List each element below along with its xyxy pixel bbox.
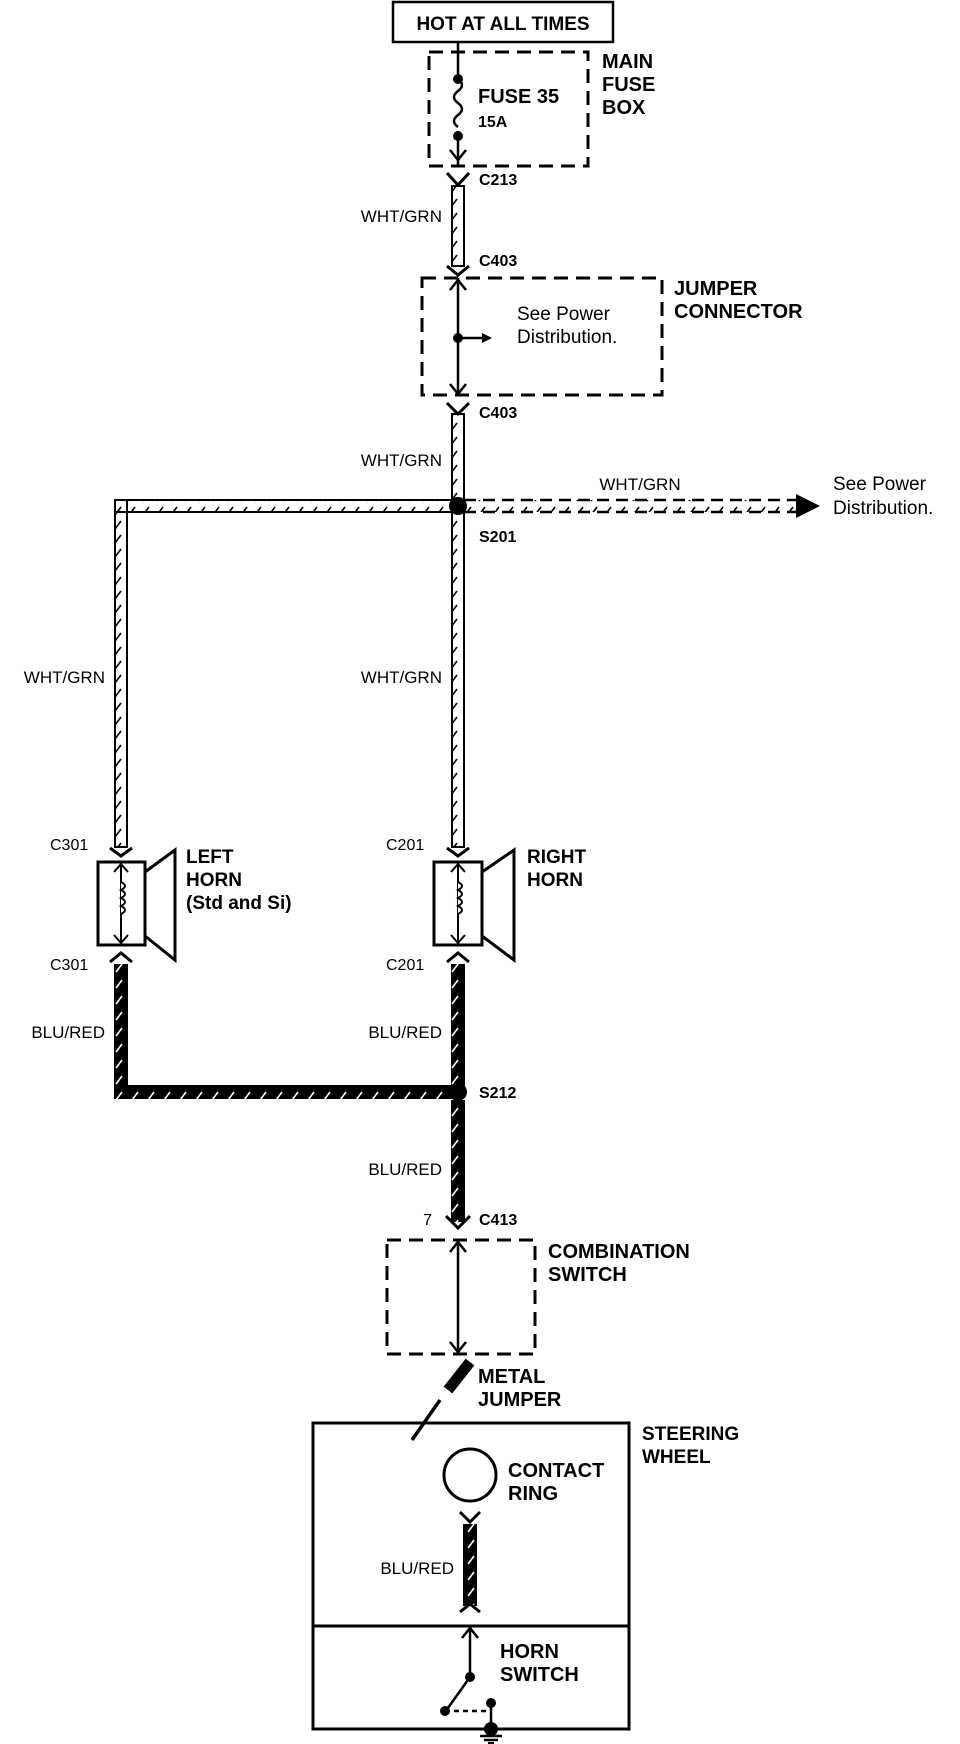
c201-top-label: C201 (386, 837, 424, 854)
main-fuse-box: FUSE 35 15A MAIN FUSE BOX (427, 50, 655, 168)
jumper-label-2: CONNECTOR (674, 301, 803, 323)
connector-c213 (445, 171, 471, 188)
fuse-box-label-2: FUSE (602, 74, 655, 96)
ground-icon (480, 1729, 502, 1744)
c301-top-label: C301 (50, 837, 88, 854)
wire-label-right-horn-feed: WHT/GRN (361, 668, 442, 687)
c301-bottom-label: C301 (50, 957, 88, 974)
right-horn-label-2: HORN (527, 870, 583, 891)
jumper-label-1: JUMPER (674, 278, 758, 300)
connector-c403-top (446, 264, 470, 277)
wire-splice-to-left (114, 499, 459, 513)
c213-label: C213 (479, 172, 517, 189)
c413-pin-label: 7 (423, 1212, 432, 1229)
c403-bottom-label: C403 (479, 405, 517, 422)
fuse-box-label-3: BOX (602, 97, 646, 119)
wire-label-left-horn-feed: WHT/GRN (24, 668, 105, 687)
jumper-connector: See Power Distribution. JUMPER CONNECTOR (420, 276, 803, 397)
horn-switch-label-1: HORN (500, 1641, 559, 1663)
connector-c403-bottom (445, 401, 471, 417)
splice-s201 (449, 497, 467, 515)
combination-switch-label-2: SWITCH (548, 1264, 627, 1286)
wire-left-horn-feed (114, 499, 128, 848)
left-horn-label-1: LEFT (186, 847, 234, 868)
wire-label-jumper-to-splice: WHT/GRN (361, 451, 442, 470)
power-dist-ref-1: See Power (833, 474, 927, 495)
combination-switch-label-1: COMBINATION (548, 1241, 690, 1263)
connector-c413 (444, 1214, 472, 1231)
fuse-name: FUSE 35 (478, 86, 559, 108)
power-source-label: HOT AT ALL TIMES (416, 14, 589, 35)
combination-switch (385, 1238, 537, 1356)
fuse-rating: 15A (478, 114, 508, 131)
wire-label-contact-to-switch: BLU/RED (380, 1559, 454, 1578)
contact-ring (442, 1447, 498, 1503)
left-horn (96, 846, 177, 964)
wire-jumper-to-splice (451, 413, 465, 507)
wire-label-left-horn-ground: BLU/RED (31, 1023, 105, 1042)
splice-s212 (449, 1083, 467, 1101)
wire-splice-to-power-dist (464, 494, 820, 518)
power-source: HOT AT ALL TIMES (391, 0, 615, 44)
metal-jumper (410, 1358, 475, 1442)
c201-bottom-label: C201 (386, 957, 424, 974)
metal-jumper-label-1: METAL (478, 1366, 545, 1388)
wire-fuse-to-jumper (451, 185, 465, 267)
connector-contact-ring (458, 1510, 482, 1525)
c413-label: C413 (479, 1212, 517, 1229)
power-dist-ref-2: Distribution. (833, 498, 933, 519)
left-horn-label-3: (Std and Si) (186, 893, 292, 914)
left-horn-coil (118, 881, 126, 915)
fuse-symbol (452, 78, 464, 128)
right-horn (432, 846, 516, 964)
fuse-box-label-1: MAIN (602, 51, 653, 73)
s201-label: S201 (479, 529, 516, 546)
horn-switch-label-2: SWITCH (500, 1664, 579, 1686)
right-horn-coil (455, 881, 463, 915)
wire-label-fuse-to-jumper: WHT/GRN (361, 207, 442, 226)
right-horn-label-1: RIGHT (527, 847, 587, 868)
contact-ring-label-2: RING (508, 1483, 558, 1505)
left-horn-label-2: HORN (186, 870, 242, 891)
wire-right-horn-feed (451, 511, 465, 848)
wire-label-splice-to-power-dist: WHT/GRN (599, 475, 680, 494)
wire-label-splice-to-switch: BLU/RED (368, 1160, 442, 1179)
jumper-note-2: Distribution. (517, 327, 617, 348)
c403-top-label: C403 (479, 253, 517, 270)
metal-jumper-label-2: JUMPER (478, 1389, 562, 1411)
steering-wheel-label-2: WHEEL (642, 1447, 711, 1468)
steering-wheel-label-1: STEERING (642, 1424, 739, 1445)
wire-label-right-horn-ground: BLU/RED (368, 1023, 442, 1042)
contact-ring-label-1: CONTACT (508, 1460, 604, 1482)
jumper-note-1: See Power (517, 304, 611, 325)
s212-label: S212 (479, 1085, 516, 1102)
horn-switch (440, 1625, 498, 1736)
